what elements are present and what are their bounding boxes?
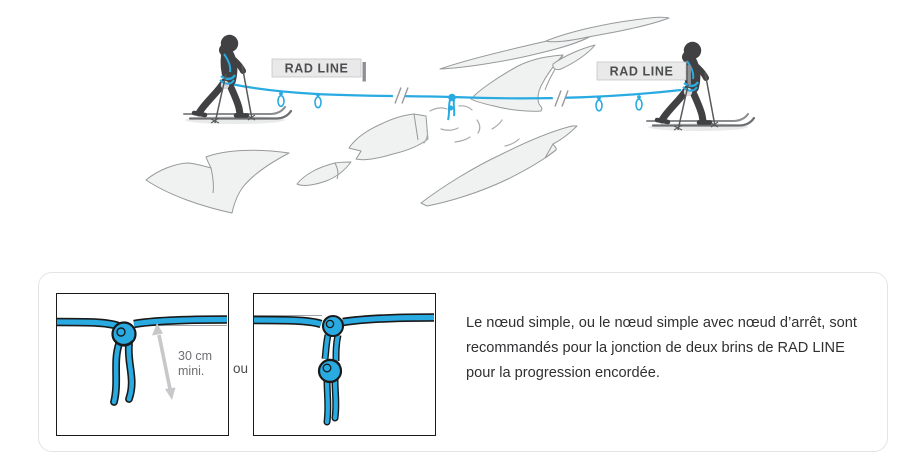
skier-right [647, 42, 754, 131]
or-label: ou [232, 361, 249, 376]
measurement-arrow [152, 323, 176, 400]
crevasse-depth-dashes [423, 105, 520, 147]
skier-left [184, 35, 291, 124]
stopper-knot-drawing [253, 313, 435, 426]
rope-break-marks [392, 87, 569, 107]
glacier-traverse-illustration: RAD LINE RAD LINE [145, 16, 920, 214]
rad-line-rope [230, 82, 682, 121]
rope-loop [277, 91, 643, 112]
knot-diagram-simple: 30 cm mini. [56, 293, 229, 436]
junction-knot [447, 93, 456, 121]
measurement-text-value: 30 cm [178, 349, 212, 363]
rad-line-label-right-text: RAD LINE [610, 65, 674, 79]
rad-line-label-left: RAD LINE [271, 58, 366, 82]
simple-knot-drawing: 30 cm mini. [56, 315, 228, 406]
knot-recommendation-card: 30 cm mini. ou [38, 272, 888, 452]
measurement-text-unit: mini. [178, 364, 204, 378]
knot-description-text: Le nœud simple, ou le nœud simple avec n… [466, 315, 857, 381]
rad-line-label-left-text: RAD LINE [285, 62, 349, 76]
crevasse-field [145, 16, 670, 214]
knot-diagram-with-stopper [253, 293, 436, 436]
rad-line-label-right: RAD LINE [596, 61, 691, 85]
